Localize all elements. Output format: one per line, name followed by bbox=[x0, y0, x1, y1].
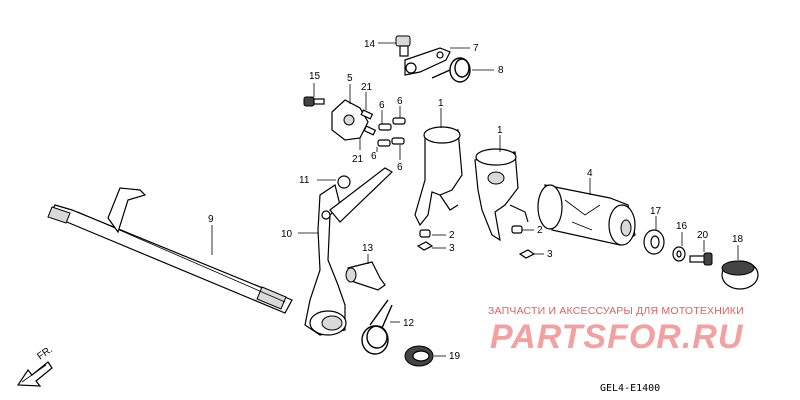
watermark-logo: PARTSFOR.RU bbox=[490, 318, 744, 356]
part-21-dowel-pins bbox=[360, 109, 377, 136]
callout-1a: 1 bbox=[438, 98, 444, 109]
diagram-code: GEL4-E1400 bbox=[600, 383, 661, 394]
part-2-guide-pins bbox=[419, 225, 523, 238]
part-6-fork-pins bbox=[377, 117, 406, 147]
part-15-bolt bbox=[303, 96, 325, 107]
callout-21b: 21 bbox=[352, 154, 364, 165]
watermark-tagline: ЗАПЧАСТИ И АКСЕССУАРЫ ДЛЯ МОТОТЕХНИКИ bbox=[488, 305, 744, 317]
part-20-bolt bbox=[689, 252, 713, 266]
callout-11: 11 bbox=[299, 175, 310, 186]
callout-5: 5 bbox=[347, 73, 353, 84]
callout-15: 15 bbox=[309, 71, 321, 82]
callout-17: 17 bbox=[650, 206, 662, 217]
part-10-shift-arm bbox=[304, 184, 347, 336]
callout-7: 7 bbox=[473, 43, 479, 54]
callout-12: 12 bbox=[403, 318, 415, 329]
callout-4: 4 bbox=[587, 168, 593, 179]
callout-18: 18 bbox=[732, 234, 744, 245]
callout-3b: 3 bbox=[547, 249, 553, 260]
callout-13: 13 bbox=[362, 243, 374, 254]
callout-6c: 6 bbox=[371, 151, 377, 162]
part-13-pin bbox=[345, 261, 386, 291]
part-1-shift-fork-right bbox=[474, 148, 529, 242]
callout-21a: 21 bbox=[361, 82, 373, 93]
callout-2b: 2 bbox=[537, 225, 543, 236]
callout-6b: 6 bbox=[397, 96, 403, 107]
callout-16: 16 bbox=[676, 221, 688, 232]
callout-6a: 6 bbox=[379, 100, 385, 111]
callout-2a: 2 bbox=[449, 230, 455, 241]
part-14-bolt bbox=[395, 35, 411, 57]
callout-3a: 3 bbox=[449, 243, 455, 254]
callout-19: 19 bbox=[449, 351, 461, 362]
part-4-shift-drum bbox=[537, 184, 636, 246]
part-19-oil-seal bbox=[404, 345, 434, 367]
part-3-clips bbox=[416, 241, 536, 259]
callout-9: 9 bbox=[208, 214, 214, 225]
part-16-washer bbox=[672, 246, 686, 262]
callout-14: 14 bbox=[364, 39, 376, 50]
part-8-stopper-spring bbox=[431, 57, 471, 83]
direction-label: FR. bbox=[35, 344, 55, 362]
part-17-washer bbox=[643, 229, 665, 255]
part-11-stopper-arm bbox=[329, 167, 393, 223]
part-12-return-spring bbox=[361, 299, 393, 355]
callout-8: 8 bbox=[498, 65, 504, 76]
part-7-drum-stopper-arm bbox=[404, 47, 451, 76]
callout-20: 20 bbox=[697, 230, 709, 241]
front-direction-arrow bbox=[16, 361, 53, 387]
part-9-gearshift-spindle bbox=[47, 187, 293, 314]
callout-10: 10 bbox=[281, 229, 293, 240]
callout-6d: 6 bbox=[397, 162, 403, 173]
part-1-shift-fork-left bbox=[414, 126, 463, 227]
part-18-cap bbox=[721, 260, 759, 290]
part-5-drum-center bbox=[331, 99, 369, 141]
callout-1b: 1 bbox=[497, 125, 503, 136]
